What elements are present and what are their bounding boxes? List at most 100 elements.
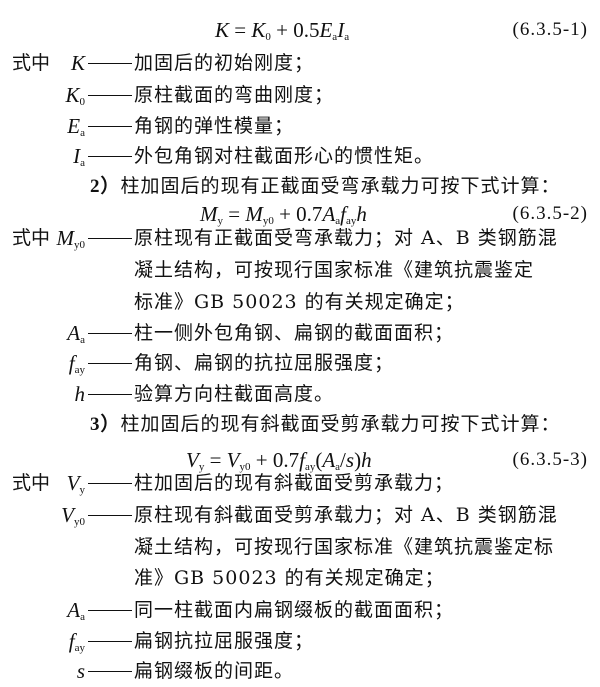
symbol-subscript: y0 bbox=[74, 516, 85, 528]
formula-term: = bbox=[223, 202, 246, 226]
symbol-base: E bbox=[67, 114, 81, 138]
symbol-subscript: a bbox=[80, 611, 85, 623]
formula-term: y bbox=[198, 461, 205, 473]
symbol: Aa bbox=[67, 318, 85, 355]
formula-term: K bbox=[215, 18, 230, 42]
symbol-subscript: y0 bbox=[74, 239, 85, 251]
formula-term: A bbox=[322, 202, 336, 226]
formula-term: 0 bbox=[265, 31, 271, 43]
definition-text-continued: 凝土结构，可按现行国家标准《建筑抗震鉴定 bbox=[134, 259, 535, 281]
formula-term: y bbox=[217, 215, 224, 227]
formula-term: a bbox=[335, 215, 341, 227]
definition-text: 同一柱截面内扁钢缀板的截面面积； bbox=[134, 599, 455, 621]
formula-3: Vy = Vy0 + 0.7fay(Aa/s)h bbox=[186, 445, 372, 482]
item-number: 3） bbox=[90, 414, 121, 435]
definition-text: 加固后的初始刚度； bbox=[134, 52, 315, 74]
formula-term: + 0.5 bbox=[270, 18, 320, 42]
text-line: Aa 柱一侧外包角钢、扁钢的截面面积； bbox=[0, 318, 600, 348]
symbol-subscript: ay bbox=[74, 642, 85, 654]
symbol-base: f bbox=[68, 351, 75, 375]
symbol-base: K bbox=[70, 51, 85, 75]
em-dash bbox=[88, 95, 132, 96]
definition-text: 验算方向柱截面高度。 bbox=[134, 383, 335, 405]
formula-term: s bbox=[345, 448, 355, 472]
formula-2: My = My0 + 0.7Aafayh bbox=[200, 199, 367, 236]
symbol-base: V bbox=[61, 503, 74, 527]
em-dash bbox=[88, 483, 132, 484]
symbol-subscript: y bbox=[79, 484, 86, 496]
text-line: My = My0 + 0.7Aafayh(6.3.5-2) bbox=[0, 199, 600, 229]
definition-text: 原柱截面的弯曲刚度； bbox=[134, 84, 335, 106]
item-text: 柱加固后的现有斜截面受剪承载力可按下式计算： bbox=[120, 413, 561, 435]
em-dash bbox=[88, 641, 132, 642]
symbol: Vy0 bbox=[61, 500, 85, 537]
symbol-base: A bbox=[67, 321, 81, 345]
text-line: Aa 同一柱截面内扁钢缀板的截面面积； bbox=[0, 595, 600, 625]
em-dash bbox=[88, 515, 132, 516]
formula-term: = bbox=[204, 448, 227, 472]
em-dash bbox=[88, 126, 132, 127]
symbol-base: s bbox=[76, 659, 85, 683]
symbol-subscript: a bbox=[80, 157, 85, 169]
formula-term: y0 bbox=[262, 215, 274, 227]
definition-text: 原柱现有斜截面受剪承载力；对 A、B 类钢筋混 bbox=[134, 504, 558, 526]
definition-text: 原柱现有正截面受弯承载力；对 A、B 类钢筋混 bbox=[134, 227, 558, 249]
text-line: Ea 角钢的弹性模量； bbox=[0, 111, 600, 141]
symbol: h bbox=[75, 379, 86, 409]
list-item: 3）柱加固后的现有斜截面受剪承载力可按下式计算： bbox=[90, 409, 561, 440]
symbol-base: A bbox=[67, 598, 81, 622]
em-dash bbox=[88, 63, 132, 64]
formula-term: V bbox=[186, 448, 199, 472]
formula-term: + 0.7 bbox=[273, 202, 323, 226]
definition-text: 外包角钢对柱截面形心的惯性矩。 bbox=[134, 145, 435, 167]
symbol: K bbox=[71, 48, 85, 78]
definition-text: 扁钢抗拉屈服强度； bbox=[134, 630, 315, 652]
formula-term: I bbox=[337, 18, 345, 42]
em-dash bbox=[88, 394, 132, 395]
formula-term: / bbox=[340, 448, 346, 472]
text-line: 准》GB 50023 的有关规定确定； bbox=[0, 563, 600, 593]
symbol-subscript: a bbox=[80, 127, 85, 139]
definition-text: 柱一侧外包角钢、扁钢的截面面积； bbox=[134, 322, 455, 344]
symbol: Ea bbox=[67, 111, 85, 148]
formula-term: h bbox=[361, 448, 372, 472]
em-dash bbox=[88, 610, 132, 611]
formula-term: M bbox=[245, 202, 263, 226]
formula-term: M bbox=[200, 202, 218, 226]
em-dash bbox=[88, 671, 132, 672]
definition-text: 角钢的弹性模量； bbox=[134, 115, 295, 137]
text-line: K = K0 + 0.5EaIa(6.3.5-1) bbox=[0, 15, 600, 45]
equation-number: (6.3.5-3) bbox=[512, 449, 588, 470]
formula-term: f bbox=[299, 448, 305, 472]
formula-term: E bbox=[319, 18, 333, 42]
formula-term: h bbox=[356, 202, 367, 226]
symbol: Vy bbox=[67, 468, 85, 505]
formula-term: f bbox=[340, 202, 346, 226]
formula-term: V bbox=[226, 448, 240, 472]
em-dash bbox=[88, 333, 132, 334]
item-text: 柱加固后的现有正截面受弯承载力可按下式计算： bbox=[120, 175, 561, 197]
symbol-base: V bbox=[66, 471, 80, 495]
text-line: Vy0 原柱现有斜截面受剪承载力；对 A、B 类钢筋混 bbox=[0, 500, 600, 530]
symbol-subscript: a bbox=[80, 334, 85, 346]
definition-text-continued: 准》GB 50023 的有关规定确定； bbox=[134, 567, 445, 589]
symbol-base: h bbox=[74, 382, 86, 406]
symbol-base: M bbox=[56, 226, 75, 250]
formula-term: ( bbox=[315, 448, 323, 472]
text-line: 标准》GB 50023 的有关规定确定； bbox=[0, 287, 600, 317]
definition-text-continued: 标准》GB 50023 的有关规定确定； bbox=[134, 291, 465, 313]
symbol: s bbox=[77, 656, 85, 686]
formula-term: a bbox=[344, 31, 350, 43]
equation-number: (6.3.5-2) bbox=[512, 203, 588, 224]
text-line: Vy = Vy0 + 0.7fay(Aa/s)h(6.3.5-3) bbox=[0, 445, 600, 475]
text-line: 3）柱加固后的现有斜截面受剪承载力可按下式计算： bbox=[0, 409, 600, 439]
formula-term: A bbox=[322, 448, 336, 472]
text-line: h 验算方向柱截面高度。 bbox=[0, 379, 600, 409]
definition-text: 柱加固后的现有斜截面受剪承载力； bbox=[134, 472, 455, 494]
em-dash bbox=[88, 156, 132, 157]
formula-term: ) bbox=[354, 448, 362, 472]
